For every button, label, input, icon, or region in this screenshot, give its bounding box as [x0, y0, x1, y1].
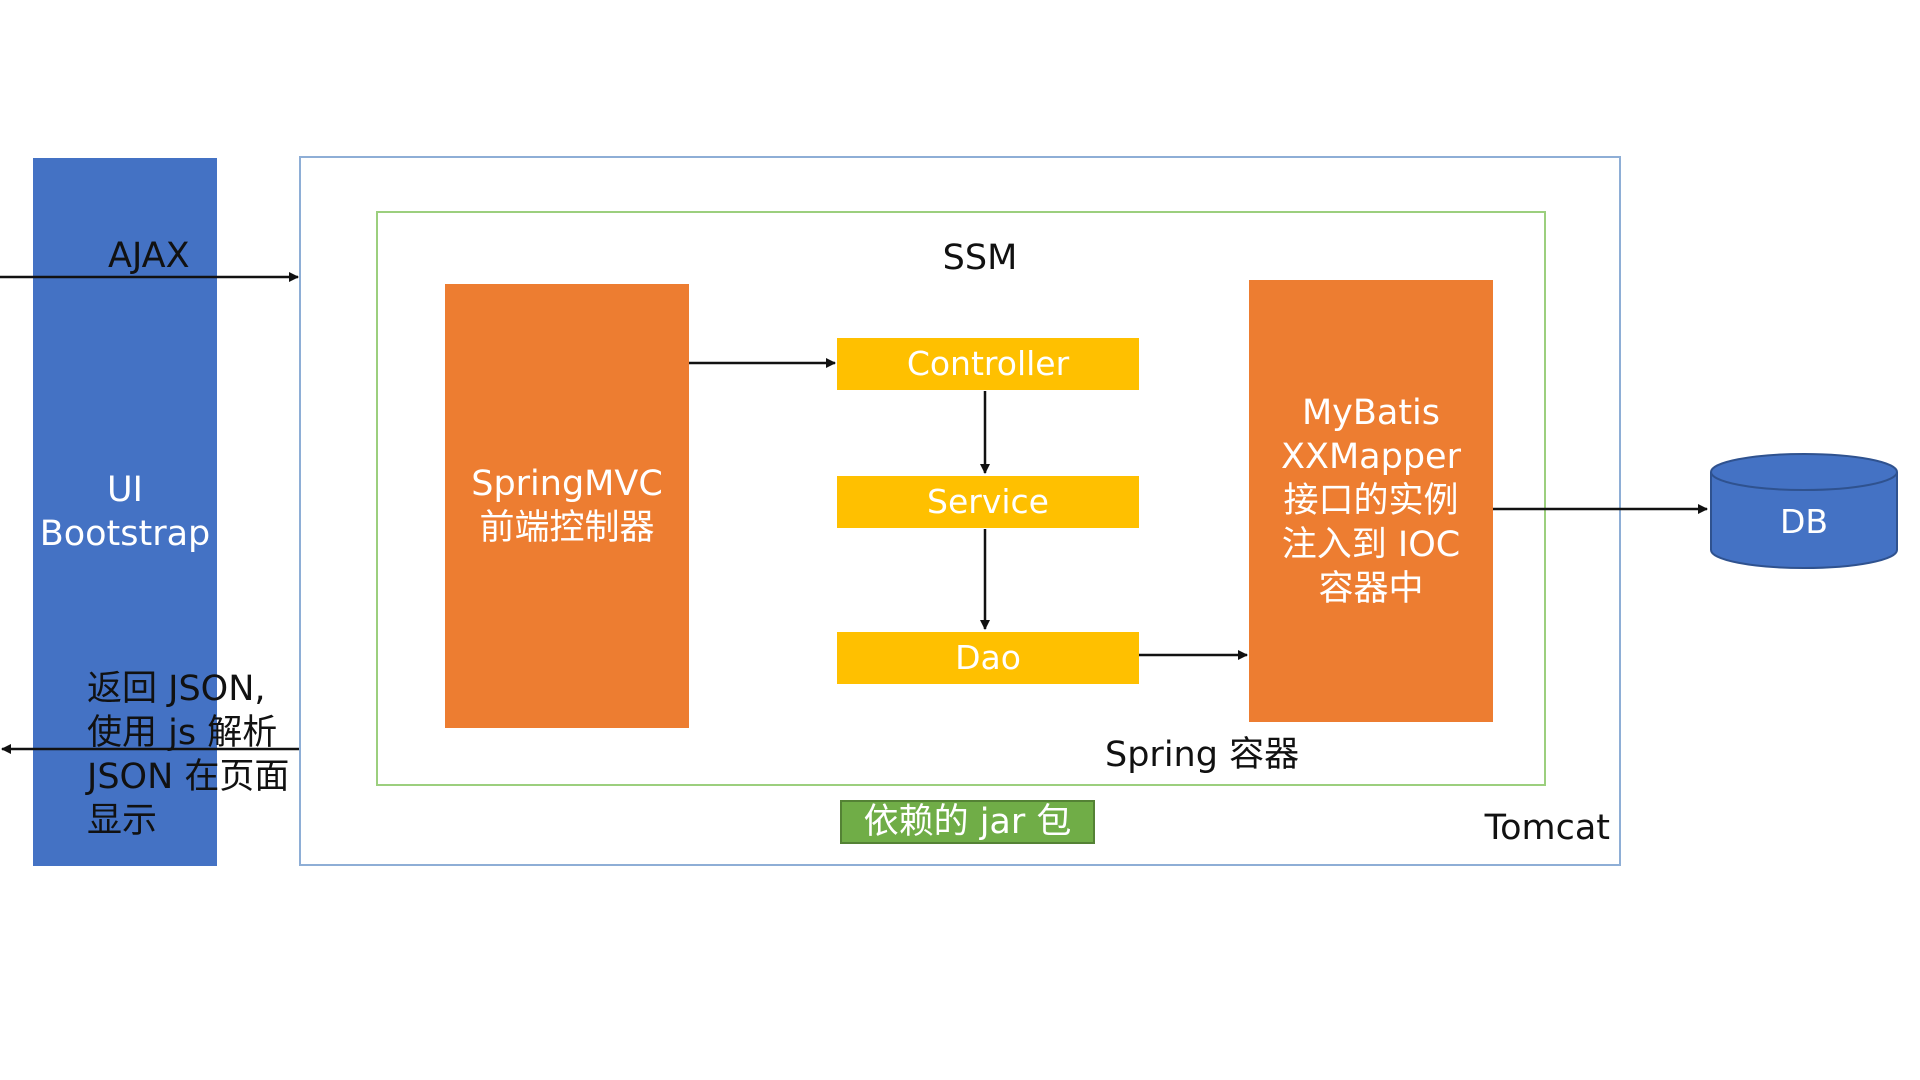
ajax-label: AJAX	[108, 236, 190, 276]
springmvc-label: SpringMVC 前端控制器	[471, 464, 663, 548]
ui-bootstrap-label: UI Bootstrap	[39, 470, 211, 554]
database-cylinder	[1710, 453, 1898, 569]
mybatis-label: MyBatis XXMapper 接口的实例 注入到 IOC 容器中	[1281, 393, 1461, 609]
controller-box: Controller	[837, 338, 1139, 390]
mybatis-box: MyBatis XXMapper 接口的实例 注入到 IOC 容器中	[1249, 280, 1493, 722]
dependency-jar-box: 依赖的 jar 包	[840, 800, 1095, 844]
spring-container-label: Spring 容器	[1105, 735, 1300, 775]
springmvc-box: SpringMVC 前端控制器	[445, 284, 689, 728]
dao-box: Dao	[837, 632, 1139, 684]
service-box: Service	[837, 476, 1139, 528]
db-label: DB	[1779, 502, 1829, 541]
tomcat-container	[299, 156, 1621, 866]
return-json-label: 返回 JSON, 使用 js 解析 JSON 在页面 显示	[87, 669, 290, 841]
ssm-label: SSM	[942, 238, 1018, 278]
tomcat-label: Tomcat	[1484, 808, 1610, 848]
spring-container	[376, 211, 1546, 786]
